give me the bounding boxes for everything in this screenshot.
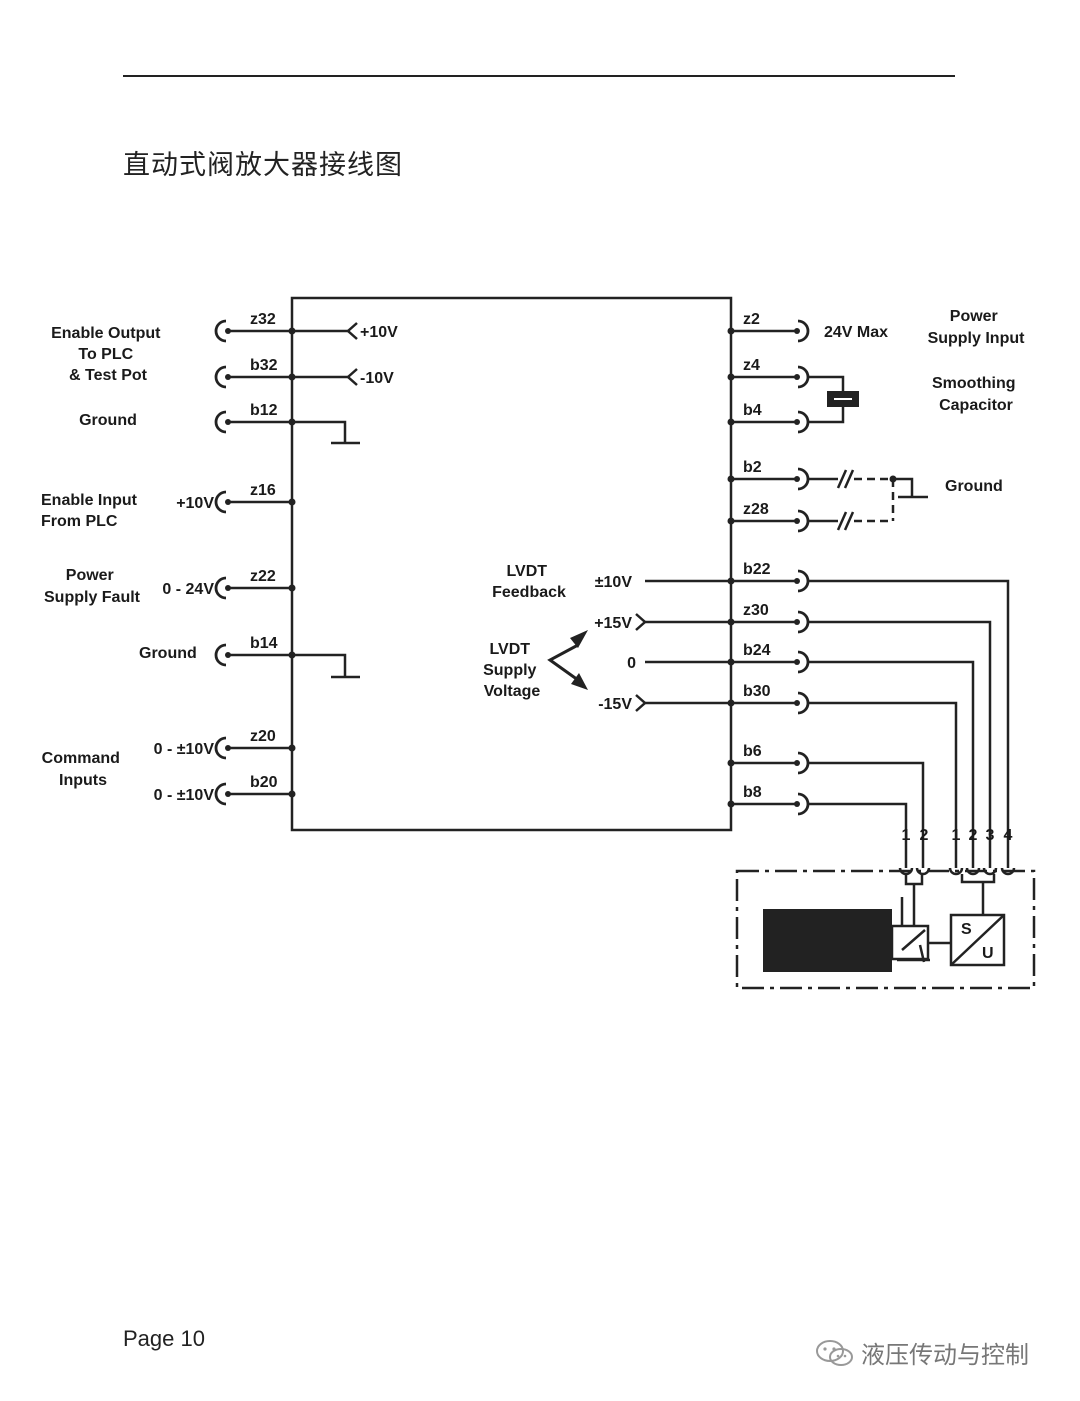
internal-ref-voltages bbox=[292, 322, 358, 386]
lvdt-supply-arrows bbox=[547, 643, 579, 682]
right-pin-z28: z28 bbox=[727, 501, 810, 533]
lvdt-s-symbol: S bbox=[961, 921, 972, 938]
lvdt-pin-1: 1 bbox=[952, 827, 961, 844]
label-lvdt-supply: LVDT Supply Voltage bbox=[483, 641, 541, 700]
label-enable-output: Enable Output To PLC & Test Pot bbox=[51, 325, 165, 384]
wechat-icon bbox=[816, 1339, 853, 1366]
pin-label-b8: b8 bbox=[743, 784, 762, 801]
label-lvdt-feedback: LVDT Feedback bbox=[492, 563, 566, 601]
right-pin-z2: z2 24V Max bbox=[727, 311, 888, 343]
label-power-supply-input: Power Supply Input bbox=[928, 308, 1026, 347]
left-pin-group: z32 +10V b32 -10V b12 z16 +10V z22 0 - 24V b14 z20… bbox=[154, 311, 398, 806]
lvdt-transducer bbox=[949, 913, 1006, 967]
label-command-inputs: Command Inputs bbox=[42, 750, 125, 789]
lvdt-u-symbol: U bbox=[982, 945, 994, 962]
right-pin-b4: b4 bbox=[727, 402, 810, 434]
solenoid-pin-1: 1 bbox=[902, 827, 911, 844]
voltage-label-z32: +10V bbox=[360, 324, 398, 341]
internal-ground-symbols bbox=[292, 420, 360, 679]
right-pin-z30: z30 +15V bbox=[594, 602, 810, 634]
right-pin-b24: b24 0 bbox=[627, 642, 810, 674]
voltage-label-z30: +15V bbox=[594, 615, 632, 632]
label-power-supply-fault: Power Supply Fault bbox=[44, 567, 141, 606]
pin-label-z22: z22 bbox=[250, 568, 276, 585]
label-smoothing-capacitor: Smoothing Capacitor bbox=[932, 375, 1020, 414]
pin-label-z16: z16 bbox=[250, 482, 276, 499]
left-group-labels: Enable Output To PLC & Test Pot Ground E… bbox=[41, 325, 197, 789]
voltage-label-z22: 0 - 24V bbox=[162, 581, 214, 598]
pin-label-b20: b20 bbox=[250, 774, 278, 791]
left-pin-b12: b12 bbox=[214, 402, 296, 434]
voltage-label-b30: -15V bbox=[598, 696, 632, 713]
lvdt-pin-2: 2 bbox=[969, 827, 978, 844]
left-pin-b20: b20 0 - ±10V bbox=[154, 774, 296, 806]
voltage-label-b32: -10V bbox=[360, 370, 394, 387]
label-ground-right: Ground bbox=[945, 478, 1003, 495]
voltage-label-z2: 24V Max bbox=[824, 324, 888, 341]
label-ground-1: Ground bbox=[79, 412, 137, 429]
right-pin-b6: b6 bbox=[727, 743, 810, 775]
pin-label-b30: b30 bbox=[743, 683, 771, 700]
pin-label-b6: b6 bbox=[743, 743, 762, 760]
lvdt-internal: LVDT Feedback LVDT Supply Voltage bbox=[483, 563, 566, 700]
left-pin-z22: z22 0 - 24V bbox=[162, 568, 296, 600]
right-pin-z4: z4 bbox=[727, 357, 810, 389]
pin-label-z4: z4 bbox=[743, 357, 760, 374]
left-pin-b32: b32 -10V bbox=[214, 357, 394, 389]
pin-label-z32: z32 bbox=[250, 311, 276, 328]
pin-label-b24: b24 bbox=[743, 642, 771, 659]
pin-label-z20: z20 bbox=[250, 728, 276, 745]
pin-label-b4: b4 bbox=[743, 402, 762, 419]
page-title: 直动式阀放大器接线图 bbox=[123, 150, 403, 181]
left-pin-z16: z16 +10V bbox=[176, 482, 296, 514]
solenoid-pin-2: 2 bbox=[920, 827, 929, 844]
voltage-label-z20: 0 - ±10V bbox=[154, 741, 215, 758]
right-pin-b22: b22 ±10V bbox=[595, 561, 810, 593]
connector-numbers: 1 2 1 2 3 4 bbox=[902, 827, 1013, 844]
lvdt-pin-3: 3 bbox=[986, 827, 995, 844]
smoothing-capacitor bbox=[808, 375, 845, 424]
right-group-labels: Power Supply Input Smoothing Capacitor G… bbox=[928, 308, 1026, 495]
label-ground-2: Ground bbox=[139, 645, 197, 662]
left-pin-b14: b14 bbox=[214, 635, 296, 667]
right-pin-group: z2 24V Max z4 b4 b2 z28 b22 ±10V z30 +15V b24 0 b30 -… bbox=[594, 311, 888, 816]
solenoid-body bbox=[763, 909, 892, 972]
voltage-label-b20: 0 - ±10V bbox=[154, 787, 215, 804]
left-pin-z32: z32 +10V bbox=[214, 311, 398, 343]
right-pin-b8: b8 bbox=[727, 784, 810, 816]
pin-label-z2: z2 bbox=[743, 311, 760, 328]
voltage-label-z16: +10V bbox=[176, 495, 214, 512]
pin-label-z30: z30 bbox=[743, 602, 769, 619]
pin-label-b14: b14 bbox=[250, 635, 278, 652]
left-pin-z20: z20 0 - ±10V bbox=[154, 728, 296, 760]
label-enable-input: Enable Input From PLC bbox=[41, 492, 141, 530]
voltage-label-b24: 0 bbox=[627, 655, 636, 672]
amplifier-box bbox=[290, 296, 733, 832]
shield-ground bbox=[808, 469, 928, 531]
right-pin-b2: b2 bbox=[727, 459, 810, 491]
variable-resistor-icon bbox=[897, 929, 930, 963]
pin-label-b2: b2 bbox=[743, 459, 762, 476]
pin-label-z28: z28 bbox=[743, 501, 769, 518]
connector-terminals bbox=[898, 867, 1016, 897]
pin-label-b22: b22 bbox=[743, 561, 771, 578]
pin-label-b32: b32 bbox=[250, 357, 278, 374]
pin-label-b12: b12 bbox=[250, 402, 278, 419]
watermark-text: 液压传动与控制 bbox=[861, 1341, 1029, 1369]
voltage-label-b22: ±10V bbox=[595, 574, 633, 591]
watermark: 液压传动与控制 bbox=[815, 1335, 1029, 1370]
valve-enclosure bbox=[735, 869, 1036, 990]
lvdt-pin-4: 4 bbox=[1004, 827, 1013, 844]
lvdt-cable-routing bbox=[808, 579, 1010, 868]
lvdt-internal-lines bbox=[635, 579, 731, 712]
page-number: Page 10 bbox=[123, 1326, 205, 1351]
right-pin-b30: b30 -15V bbox=[598, 683, 810, 715]
